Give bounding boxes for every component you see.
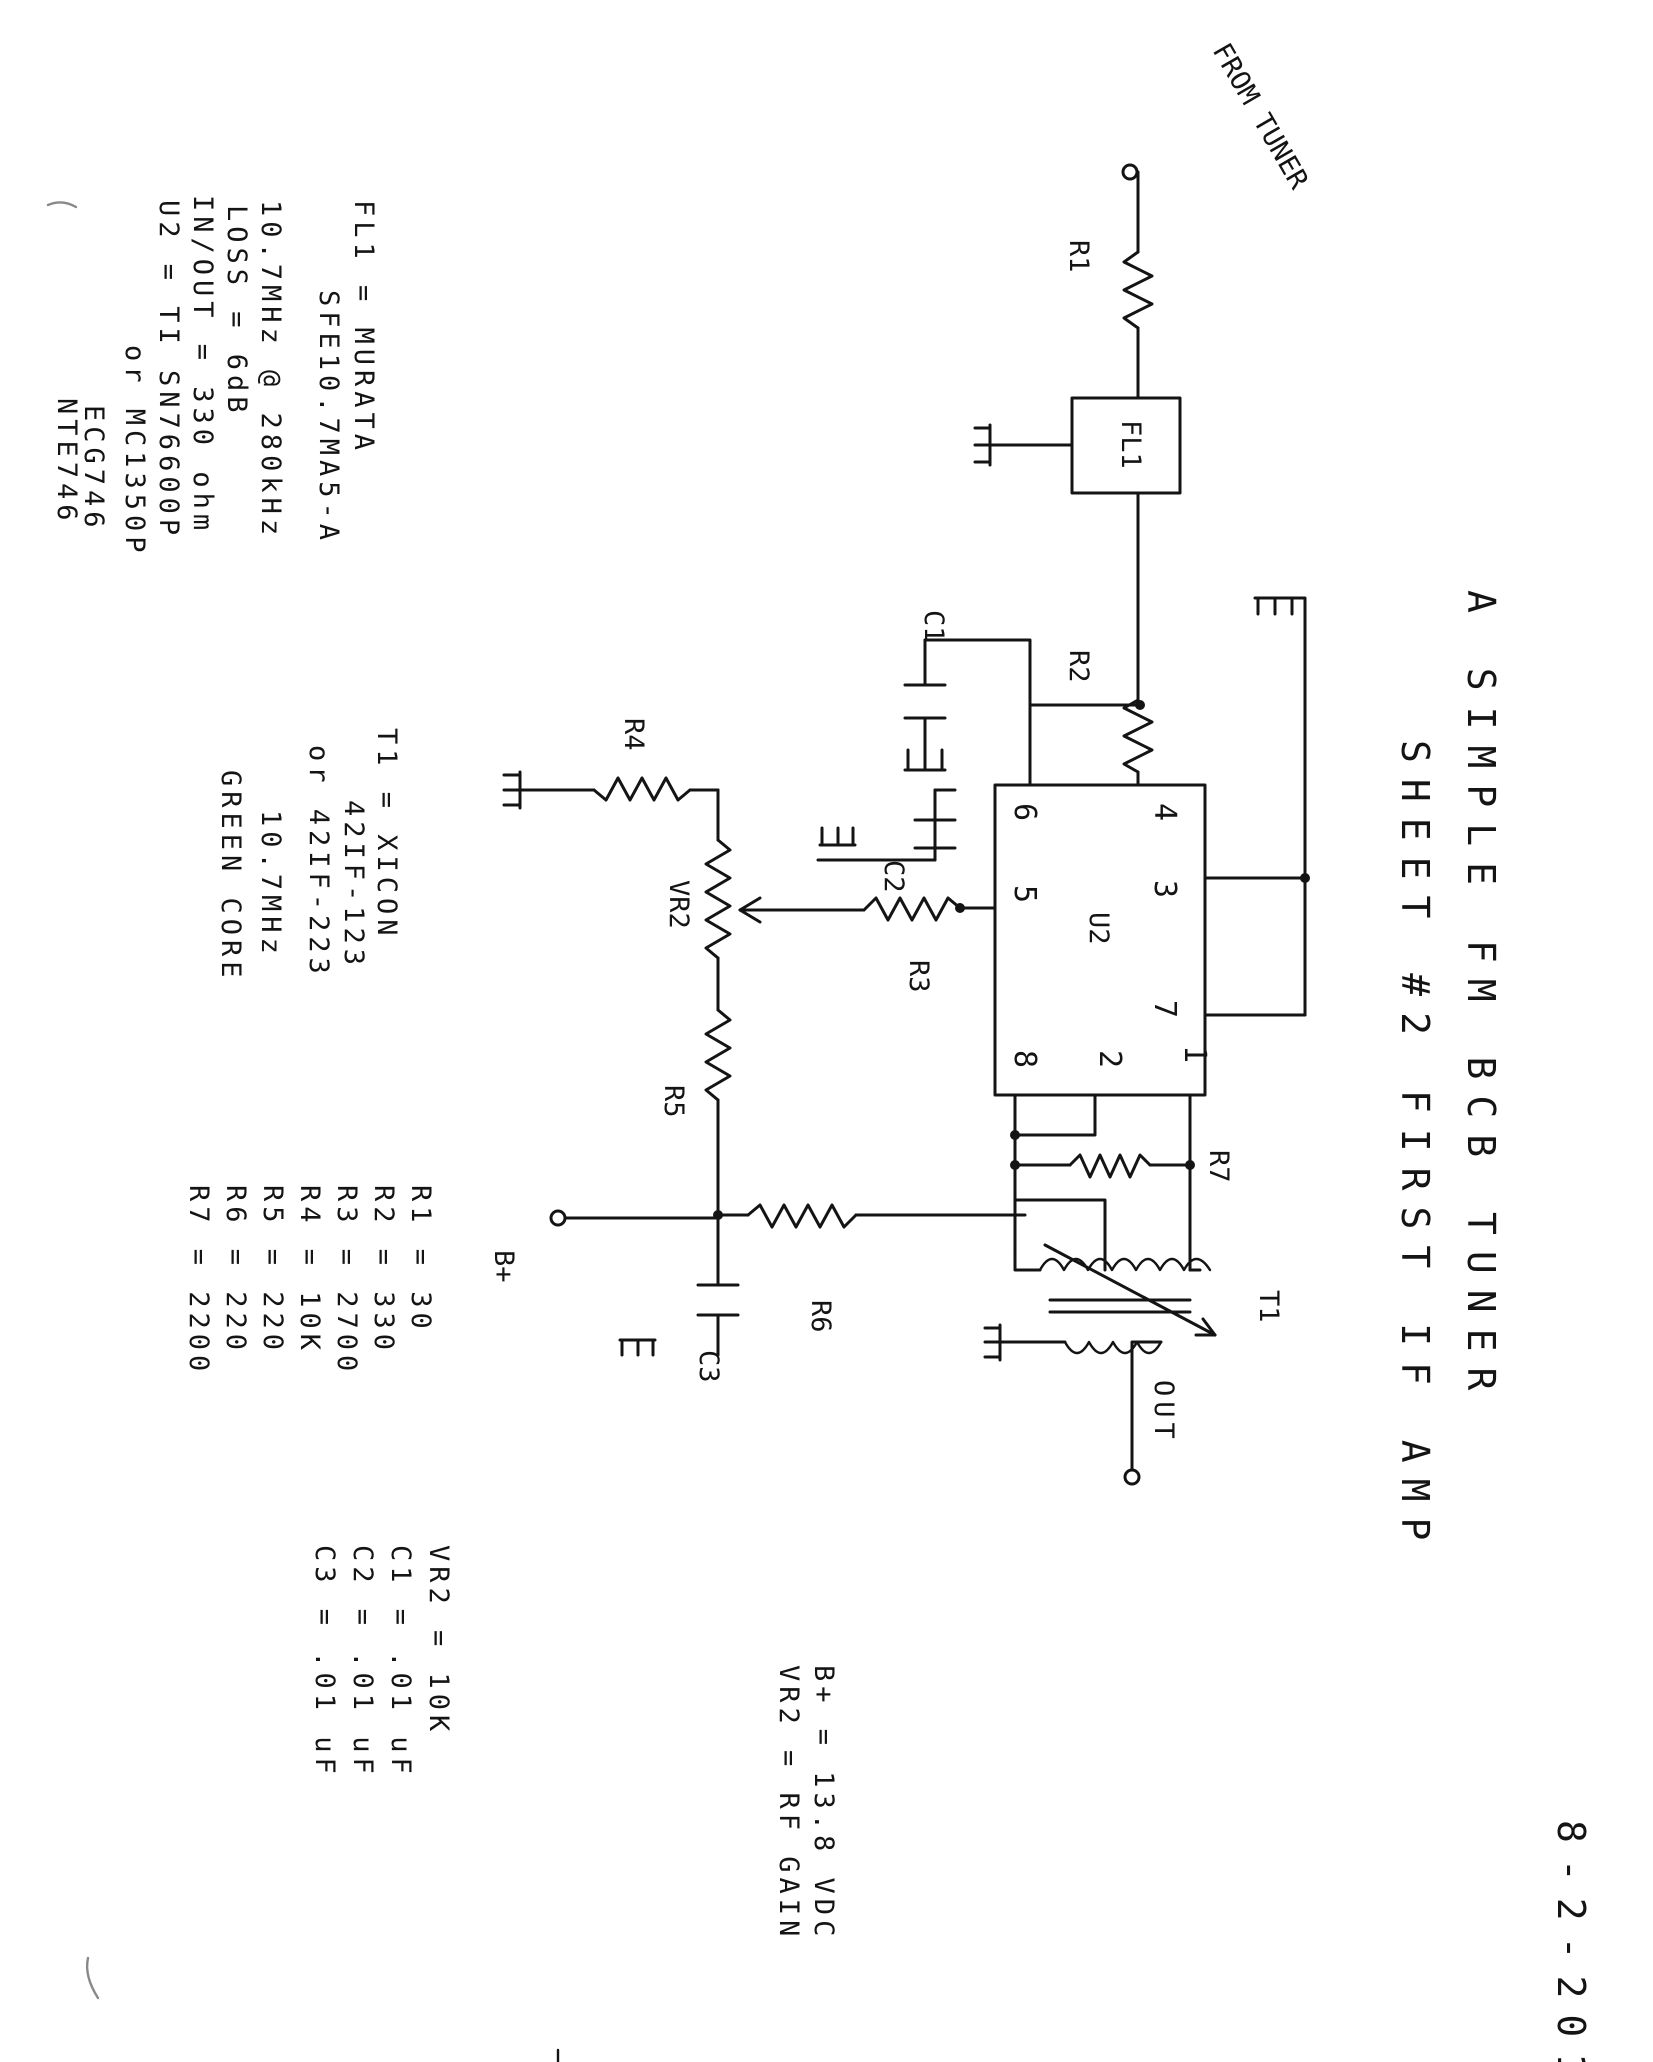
svg-text:R4 = 10K: R4 = 10K <box>294 1185 325 1355</box>
svg-text:VR2 = RF GAIN: VR2 = RF GAIN <box>773 1665 804 1941</box>
ground-icon <box>903 748 947 772</box>
svg-text:42IF-123: 42IF-123 <box>338 800 369 970</box>
supply-label: B+ <box>488 1250 519 1283</box>
svg-text:U2 = TI SN76600P: U2 = TI SN76600P <box>153 200 184 540</box>
resistor-r5 <box>704 1008 732 1102</box>
svg-text:ECG746: ECG746 <box>78 405 109 533</box>
ground-icon <box>1253 596 1297 616</box>
ground-icon <box>983 1323 1042 1362</box>
r4-label: R4 <box>618 718 649 751</box>
t1-label: T1 <box>1253 1290 1284 1323</box>
pin-1: 1 <box>1177 1045 1212 1063</box>
svg-text:R6 = 220: R6 = 220 <box>220 1185 251 1355</box>
svg-text:R5 = 220: R5 = 220 <box>257 1185 288 1355</box>
resistor-r6 <box>746 1203 858 1229</box>
resistor-r2 <box>1122 698 1154 774</box>
output-label: OUT <box>1148 1380 1179 1444</box>
pin-5: 5 <box>1007 885 1042 903</box>
svg-text:R3 = 2700: R3 = 2700 <box>331 1185 362 1376</box>
resistor-values: R1 = 30 R2 = 330 R3 = 2700 R4 = 10K R5 =… <box>183 1185 436 1376</box>
svg-text:C1 = .01 uF: C1 = .01 uF <box>385 1545 416 1779</box>
r5-label: R5 <box>658 1085 689 1118</box>
output-terminal <box>1123 1468 1141 1486</box>
r3-label: R3 <box>903 960 934 993</box>
resistor-r3 <box>862 896 962 922</box>
r2-label: R2 <box>1063 650 1094 683</box>
input-terminal <box>1121 163 1139 181</box>
supply-terminal <box>549 1209 567 1227</box>
svg-text:FL1 = MURATA: FL1 = MURATA <box>348 200 379 455</box>
scan-artifacts <box>46 201 560 2062</box>
svg-text:B+ = 13.8 VDC: B+ = 13.8 VDC <box>808 1665 839 1941</box>
svg-text:T1 = XICON: T1 = XICON <box>371 728 402 941</box>
capacitor-values: VR2 = 10K C1 = .01 uF C2 = .01 uF C3 = .… <box>309 1545 454 1779</box>
capacitor-c1 <box>903 683 947 720</box>
t1-notes: T1 = XICON 42IF-123 or 42IF-223 10.7MHz … <box>215 728 402 983</box>
svg-text:C2 = .01 uF: C2 = .01 uF <box>347 1545 378 1779</box>
ground-icon <box>816 826 937 862</box>
vr2-label: VR2 <box>663 880 694 929</box>
r1-label: R1 <box>1063 240 1094 273</box>
resistor-r4 <box>592 776 692 802</box>
fl1-label: FL1 <box>1115 420 1146 469</box>
pin-4: 4 <box>1147 803 1182 821</box>
r6-label: R6 <box>805 1300 836 1333</box>
svg-text:R2 = 330: R2 = 330 <box>368 1185 399 1355</box>
pin-7: 7 <box>1147 1000 1182 1018</box>
pin-8: 8 <box>1007 1050 1042 1068</box>
svg-text:C3 = .01 uF: C3 = .01 uF <box>309 1545 340 1779</box>
svg-text:R7 = 2200: R7 = 2200 <box>183 1185 214 1376</box>
capacitor-c3 <box>696 1283 740 1317</box>
schematic-subtitle: SHEET #2 FIRST IF AMP <box>1393 740 1437 1556</box>
svg-text:or 42IF-223: or 42IF-223 <box>303 745 334 979</box>
ground-icon <box>973 423 992 467</box>
svg-text:GREEN CORE: GREEN CORE <box>215 770 246 983</box>
fl1-notes: FL1 = MURATA SFE10.7MA5-A 10.7MHz @ 280k… <box>187 195 379 545</box>
svg-text:or MC1350P: or MC1350P <box>119 345 150 558</box>
c1-label: C1 <box>918 610 949 643</box>
svg-text:SFE10.7MA5-A: SFE10.7MA5-A <box>313 290 344 545</box>
ic-u2 <box>993 783 1207 1097</box>
svg-text:R1 = 30: R1 = 30 <box>405 1185 436 1334</box>
schematic-date: 8-2-2017 <box>1549 1820 1593 2062</box>
u2-notes: U2 = TI SN76600P or MC1350P ECG746 NTE74… <box>51 200 184 558</box>
c2-label: C2 <box>878 860 909 893</box>
potentiometer-vr2 <box>704 838 732 960</box>
svg-text:IN/OUT = 330 ohm: IN/OUT = 330 ohm <box>187 195 218 535</box>
svg-text:10.7MHz: 10.7MHz <box>255 810 286 959</box>
pin-6: 6 <box>1007 803 1042 821</box>
pin-3: 3 <box>1147 880 1182 898</box>
transformer-t1 <box>1013 1198 1217 1472</box>
resistor-r1 <box>1122 250 1154 330</box>
ground-icon <box>618 1338 720 1357</box>
svg-text:10.7MHz @ 280kHz: 10.7MHz @ 280kHz <box>255 200 286 540</box>
ground-icon <box>502 770 522 810</box>
resistor-r7 <box>1068 1153 1152 1179</box>
supply-notes: B+ = 13.8 VDC VR2 = RF GAIN <box>773 1665 839 1941</box>
input-label: FROM TUNER <box>1206 38 1314 195</box>
pin-2: 2 <box>1092 1050 1127 1068</box>
svg-text:VR2 = 10K: VR2 = 10K <box>423 1545 454 1736</box>
u2-label: U2 <box>1083 912 1114 945</box>
svg-text:LOSS = 6dB: LOSS = 6dB <box>221 205 252 418</box>
schematic-title: A SIMPLE FM BCB TUNER <box>1459 590 1503 1406</box>
svg-text:NTE746: NTE746 <box>51 398 82 526</box>
r7-label: R7 <box>1203 1150 1234 1183</box>
